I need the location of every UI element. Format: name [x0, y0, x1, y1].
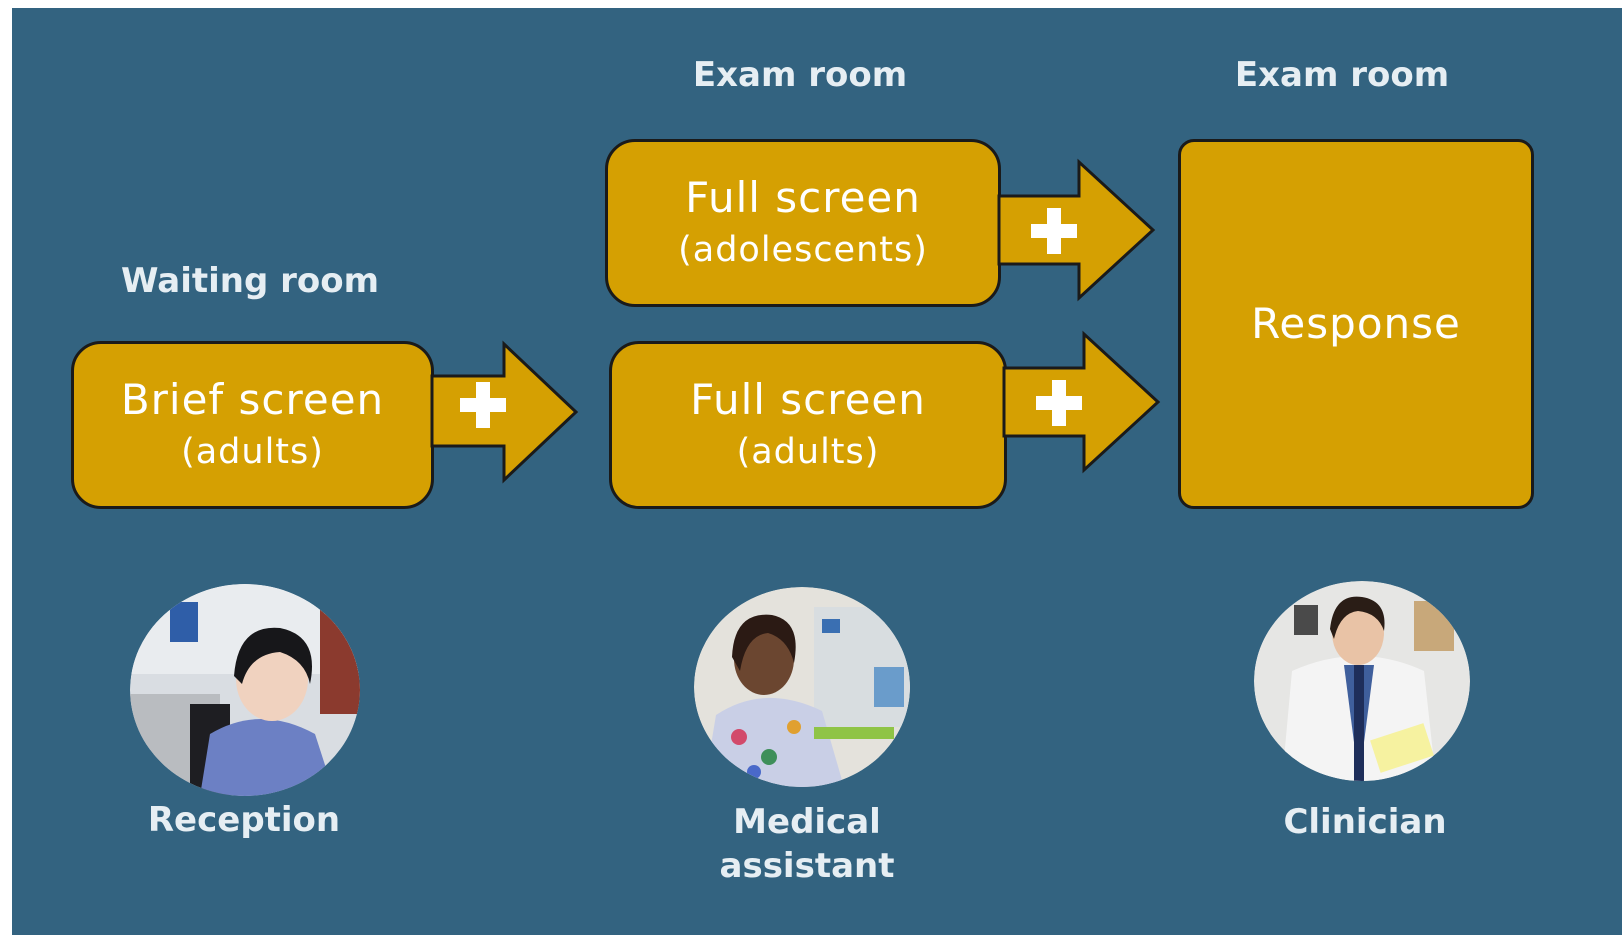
clinician-photo — [1254, 581, 1470, 781]
heading-waiting-room: Waiting room — [120, 261, 380, 301]
full-screen-adults-box: Full screen (adults) — [609, 341, 1007, 509]
brief-screen-subtitle: (adults) — [181, 432, 324, 472]
full-screen-adolescents-box: Full screen (adolescents) — [605, 139, 1001, 307]
full-screen-adults-subtitle: (adults) — [736, 432, 880, 472]
response-box: Response — [1178, 139, 1534, 509]
arrow-right — [997, 158, 1156, 302]
plus-icon — [1031, 208, 1077, 254]
heading-exam-room-2: Exam room — [1234, 55, 1450, 95]
full-screen-adolescents-title: Full screen — [685, 173, 921, 222]
role-medical-assistant-line2: assistant — [719, 846, 895, 886]
medical-assistant-photo — [694, 587, 910, 787]
full-screen-adults-title: Full screen — [690, 375, 926, 424]
role-medical-assistant: Medical assistant — [692, 800, 922, 888]
heading-exam-room-1: Exam room — [692, 55, 908, 95]
role-medical-assistant-line1: Medical — [733, 802, 881, 842]
plus-icon — [1036, 380, 1082, 426]
plus-icon — [460, 382, 506, 428]
role-reception: Reception — [147, 800, 341, 840]
reception-photo — [130, 584, 360, 796]
brief-screen-title: Brief screen — [120, 375, 385, 424]
full-screen-adolescents-subtitle: (adolescents) — [678, 230, 928, 270]
response-title: Response — [1251, 299, 1461, 348]
arrow-right — [1002, 330, 1161, 474]
arrow-right — [430, 340, 579, 484]
role-clinician: Clinician — [1283, 802, 1447, 842]
brief-screen-box: Brief screen (adults) — [71, 341, 434, 509]
slide: Waiting room Exam room Exam room Brief s… — [12, 8, 1622, 935]
